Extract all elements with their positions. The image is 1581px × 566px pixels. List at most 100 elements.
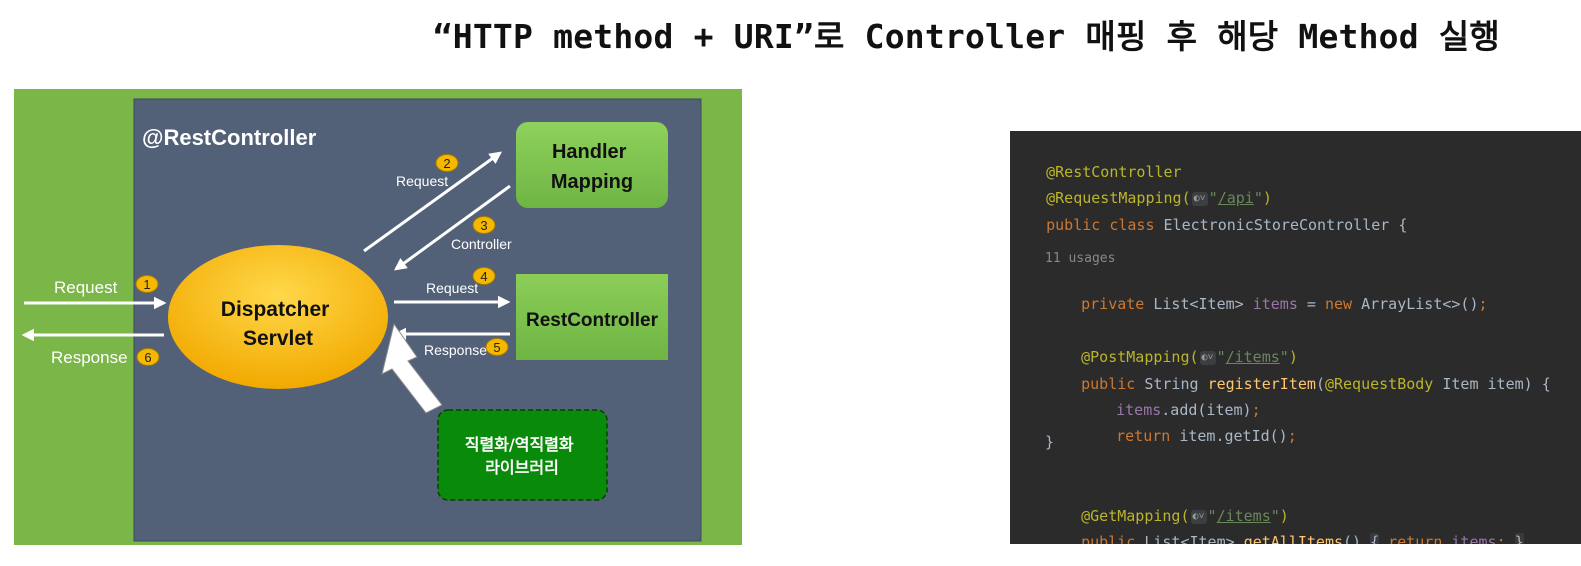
step5-badge: 5 (485, 338, 509, 356)
step4-badge: 4 (472, 267, 496, 285)
annotation-post-mapping: @PostMapping( (1081, 348, 1199, 366)
step1-label: Request (54, 278, 118, 297)
method-get-all-items: getAllItems (1243, 533, 1344, 544)
step3-badge: 3 (472, 216, 496, 234)
keyword-private: private (1081, 295, 1145, 313)
quote-close: " (1253, 189, 1263, 207)
globe-icon[interactable]: ◐˅ (1190, 509, 1207, 524)
arrow-request-to-mapping (363, 151, 503, 253)
paren-close: ) (1262, 189, 1272, 207)
dispatcher-line2: Servlet (243, 327, 313, 350)
paren-close: ) (1288, 348, 1298, 366)
add-call: .add(item) (1161, 401, 1252, 419)
annotation-request-body: @RequestBody (1324, 375, 1434, 393)
closing-brace: } (1045, 433, 1055, 451)
field-items: items (1451, 533, 1497, 544)
quote-close: " (1270, 507, 1280, 525)
semicolon: ; (1287, 427, 1297, 445)
library-line2: 라이브러리 (485, 458, 559, 477)
get-id-call: item.getId() (1170, 427, 1288, 445)
step3-label: Controller (451, 236, 512, 252)
step5-label: Response (424, 342, 487, 358)
path-items-link[interactable]: /items (1216, 507, 1271, 525)
keyword-public-class: public class (1046, 216, 1155, 234)
param-item: Item item) { (1433, 375, 1551, 393)
step1-badge: 1 (135, 275, 159, 293)
step2-badge: 2 (435, 154, 459, 172)
arrow-controller-return (393, 184, 511, 271)
step1-number: 1 (143, 277, 150, 292)
library-line1: 직렬화/역직렬화 (465, 435, 574, 454)
rest-controller-label: RestController (526, 310, 659, 331)
handler-mapping-line1: Handler (552, 141, 627, 163)
fold-brace-open[interactable]: { (1370, 533, 1380, 544)
rest-controller-box (516, 274, 668, 360)
step6-label: Response (51, 348, 128, 367)
usages-hint[interactable]: 11 usages (1045, 251, 1116, 266)
handler-mapping-label: Handler Mapping (551, 141, 633, 193)
code-line-2: @RequestMapping(◐˅"/api") (1010, 168, 1272, 207)
library-label: 직렬화/역직렬화 라이브러리 (465, 435, 579, 477)
step4-number: 4 (480, 269, 487, 284)
step3-number: 3 (480, 218, 487, 233)
path-api-link[interactable]: /api (1217, 189, 1254, 207)
code-line-3: public class ElectronicStoreController { (1010, 195, 1407, 234)
code-line-6: @PostMapping(◐˅"/items") (1045, 327, 1298, 366)
quote-open: " (1207, 507, 1217, 525)
page-title: “HTTP method + URI”로 Controller 매핑 후 해당 … (432, 17, 1500, 56)
equals: = (1297, 295, 1325, 313)
annotation-get-mapping: @GetMapping( (1081, 507, 1190, 525)
semicolon: ; (1496, 533, 1515, 544)
step5-number: 5 (493, 340, 500, 355)
field-items: items (1116, 401, 1162, 419)
quote-close: " (1279, 348, 1289, 366)
fold-brace-close[interactable]: } (1514, 533, 1524, 544)
code-line-11: @GetMapping(◐˅"/items") (1045, 486, 1289, 525)
keyword-new: new (1324, 295, 1353, 313)
step2-number: 2 (443, 156, 450, 171)
container-label: @RestController (142, 125, 317, 150)
globe-icon[interactable]: ◐˅ (1191, 191, 1208, 206)
quote-open: " (1216, 348, 1226, 366)
handler-mapping-line2: Mapping (551, 171, 633, 193)
globe-icon[interactable]: ◐˅ (1199, 350, 1216, 365)
code-editor-panel: @RestController @RequestMapping(◐˅"/api"… (1010, 131, 1581, 544)
paren-open: ( (1315, 375, 1325, 393)
quote-open: " (1208, 189, 1218, 207)
field-items: items (1252, 295, 1298, 313)
keyword-public: public (1081, 533, 1136, 544)
paren-close: ) (1279, 507, 1289, 525)
keyword-public: public (1081, 375, 1136, 393)
dispatcher-servlet-diagram: @RestController Handler Mapping RestCont… (14, 89, 742, 545)
dispatcher-line1: Dispatcher (221, 298, 330, 321)
annotation-request-mapping: @RequestMapping( (1046, 189, 1191, 207)
dispatcher-servlet-ellipse (168, 245, 388, 389)
library-box (437, 409, 608, 501)
code-line-5: private List<Item> items = new ArrayList… (1045, 274, 1487, 313)
type-string: String (1135, 375, 1208, 393)
code-line-8: items.add(item); (1080, 380, 1261, 419)
semicolon: ; (1251, 401, 1261, 419)
step6-badge: 6 (136, 348, 160, 366)
path-items-link[interactable]: /items (1225, 348, 1280, 366)
arraylist-call: ArrayList<>() (1352, 295, 1479, 313)
class-name: ElectronicStoreController { (1154, 216, 1408, 234)
step4-label: Request (426, 280, 478, 296)
dispatcher-servlet-label: Dispatcher Servlet (221, 298, 335, 350)
keyword-return: return (1116, 427, 1171, 445)
step2-label: Request (396, 173, 448, 189)
semicolon: ; (1478, 295, 1488, 313)
handler-mapping-box (516, 122, 668, 208)
arrow-library-big (381, 322, 443, 414)
step6-number: 6 (144, 350, 151, 365)
annotation-rest-controller: @RestController (1046, 163, 1182, 181)
code-line-12: public List<Item> getAllItems() { return… (1045, 512, 1524, 544)
code-line-1: @RestController (1010, 142, 1181, 181)
keyword-return: return (1379, 533, 1452, 544)
parens: () (1343, 533, 1371, 544)
type-list: List<Item> (1144, 295, 1253, 313)
method-register-item: registerItem (1207, 375, 1316, 393)
code-line-9: return item.getId(); (1080, 406, 1297, 445)
code-line-7: public String registerItem(@RequestBody … (1045, 354, 1551, 393)
type-list: List<Item> (1135, 533, 1244, 544)
